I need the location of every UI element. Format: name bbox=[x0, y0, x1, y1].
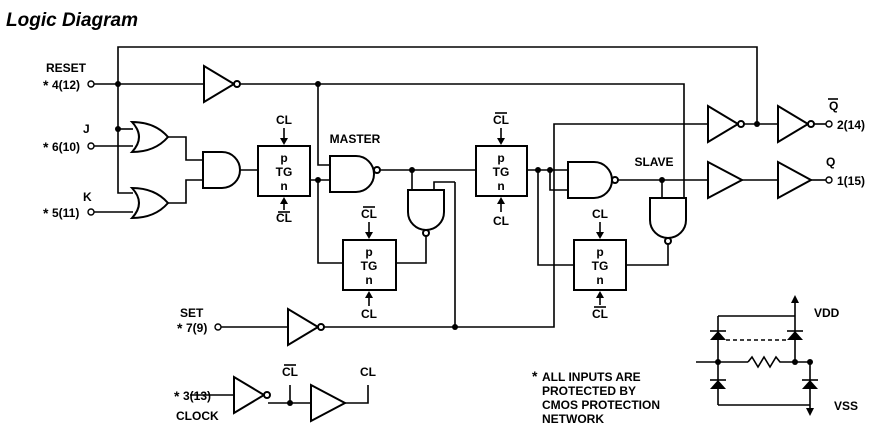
set-inverter-gate bbox=[287, 307, 320, 347]
svg-text:*: * bbox=[43, 139, 49, 155]
pin-qbar: Q 2(14) bbox=[825, 98, 865, 132]
svg-text:3(13): 3(13) bbox=[183, 389, 211, 403]
svg-text:RESET: RESET bbox=[46, 61, 87, 75]
svg-text:p: p bbox=[497, 151, 504, 165]
q-buffer-2 bbox=[777, 160, 814, 200]
svg-text:CL: CL bbox=[282, 365, 298, 379]
tg-control-labels: CL CL CL CL CL CL CL CL CL CL bbox=[276, 112, 608, 379]
svg-text:n: n bbox=[365, 273, 372, 287]
svg-text:n: n bbox=[596, 273, 603, 287]
svg-text:Q: Q bbox=[829, 99, 838, 113]
svg-text:TG: TG bbox=[592, 259, 609, 273]
svg-text:4(12): 4(12) bbox=[52, 78, 80, 92]
tg-slave-input: p TG n bbox=[475, 145, 528, 197]
svg-text:p: p bbox=[365, 245, 372, 259]
svg-text:*: * bbox=[174, 388, 180, 404]
svg-text:ALL INPUTS ARE: ALL INPUTS ARE bbox=[542, 370, 641, 384]
qbar-inverter-1 bbox=[707, 104, 740, 144]
svg-text:VDD: VDD bbox=[814, 306, 840, 320]
and-gate bbox=[202, 151, 241, 189]
svg-text:K: K bbox=[83, 190, 92, 204]
svg-text:CL: CL bbox=[592, 307, 608, 321]
protection-network: VDD VSS bbox=[696, 295, 858, 416]
svg-text:p: p bbox=[596, 245, 603, 259]
svg-text:p: p bbox=[280, 151, 287, 165]
svg-text:CL: CL bbox=[493, 113, 509, 127]
svg-text:PROTECTED BY: PROTECTED BY bbox=[542, 384, 636, 398]
wires bbox=[94, 46, 826, 404]
svg-text:*: * bbox=[43, 77, 49, 93]
svg-text:CL: CL bbox=[361, 207, 377, 221]
svg-text:n: n bbox=[280, 179, 287, 193]
tg-master-input: p TG n bbox=[257, 145, 311, 197]
tg-master-feedback: p TG n bbox=[342, 239, 397, 291]
pin-q: Q 1(15) bbox=[825, 155, 865, 188]
svg-text:7(9): 7(9) bbox=[186, 321, 207, 335]
svg-text:*: * bbox=[532, 368, 538, 384]
protection-note: * ALL INPUTS ARE PROTECTED BY CMOS PROTE… bbox=[532, 368, 660, 426]
svg-text:TG: TG bbox=[493, 165, 510, 179]
master-feedback-nand-gate bbox=[407, 189, 445, 231]
svg-text:Q: Q bbox=[826, 155, 835, 169]
pin-k: K * 5(11) bbox=[43, 190, 95, 221]
svg-text:CMOS PROTECTION: CMOS PROTECTION bbox=[542, 398, 660, 412]
svg-text:1(15): 1(15) bbox=[837, 174, 865, 188]
svg-text:5(11): 5(11) bbox=[52, 206, 79, 220]
svg-text:TG: TG bbox=[361, 259, 378, 273]
master-nand-gate bbox=[329, 155, 375, 193]
diagram-title: Logic Diagram bbox=[6, 10, 138, 31]
svg-text:*: * bbox=[43, 205, 49, 221]
svg-text:CLOCK: CLOCK bbox=[176, 409, 219, 423]
svg-text:n: n bbox=[497, 179, 504, 193]
j-or-gate bbox=[129, 120, 170, 154]
clock-inverter-1 bbox=[233, 375, 266, 415]
master-label: MASTER bbox=[330, 132, 381, 146]
svg-text:J: J bbox=[83, 122, 90, 136]
svg-text:CL: CL bbox=[493, 214, 509, 228]
svg-text:CL: CL bbox=[592, 207, 608, 221]
junction-dots bbox=[115, 81, 760, 406]
k-or-gate bbox=[129, 186, 170, 220]
svg-text:TG: TG bbox=[276, 165, 293, 179]
slave-label: SLAVE bbox=[634, 155, 673, 169]
svg-text:CL: CL bbox=[360, 365, 376, 379]
pin-clock: * 3(13) CLOCK bbox=[174, 388, 219, 423]
svg-text:2(14): 2(14) bbox=[837, 118, 865, 132]
svg-text:6(10): 6(10) bbox=[52, 140, 80, 154]
reset-buffer-gate bbox=[203, 64, 236, 104]
slave-nand-gate bbox=[567, 161, 613, 199]
tg-slave-feedback: p TG n bbox=[573, 239, 627, 291]
svg-text:VSS: VSS bbox=[834, 399, 858, 413]
q-buffer-1 bbox=[707, 160, 745, 200]
svg-text:SET: SET bbox=[180, 306, 204, 320]
svg-text:CL: CL bbox=[276, 211, 292, 225]
svg-text:CL: CL bbox=[276, 113, 292, 127]
slave-feedback-nand-gate bbox=[649, 197, 687, 239]
svg-text:NETWORK: NETWORK bbox=[542, 412, 604, 426]
clock-buffer-2 bbox=[310, 383, 348, 423]
pin-j: J * 6(10) bbox=[43, 122, 95, 155]
pin-reset: RESET * 4(12) bbox=[43, 61, 95, 93]
svg-text:CL: CL bbox=[361, 307, 377, 321]
svg-text:*: * bbox=[177, 320, 183, 336]
pin-set: SET * 7(9) bbox=[177, 306, 222, 336]
qbar-inverter-2 bbox=[777, 104, 810, 144]
